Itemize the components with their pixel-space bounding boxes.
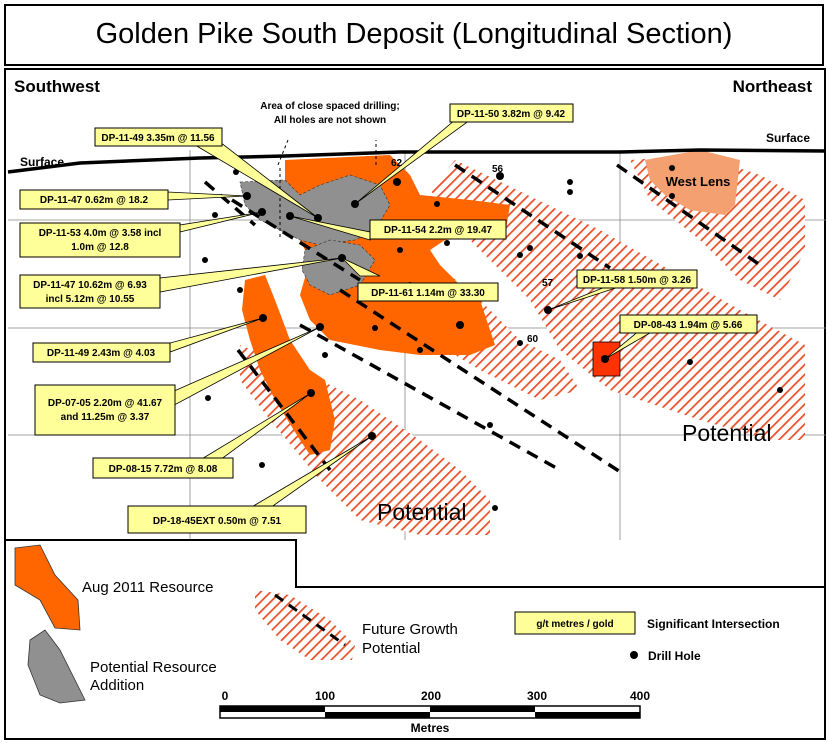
callout-dp-18-45ext: DP-18-45EXT 0.50m @ 7.51 (127, 505, 307, 534)
scale-tick-0: 0 (222, 689, 229, 703)
hole-label-62: 62 (391, 158, 403, 169)
legend-growth-dash (274, 593, 346, 647)
scale-tick-200: 200 (421, 689, 441, 703)
scale-tick-100: 100 (315, 689, 335, 703)
callout-text: DP-11-61 1.14m @ 33.30 (371, 288, 485, 299)
hole-label-60: 60 (527, 334, 539, 345)
direction-northeast: Northeast (733, 77, 813, 96)
legend-frame (6, 539, 826, 588)
potential-label-bottom: Potential (377, 499, 467, 525)
surface-label-right: Surface (766, 131, 810, 145)
surface-label-left: Surface (20, 155, 64, 169)
scale-bar (219, 705, 641, 719)
legend-growth-swatch (255, 590, 355, 660)
callout-text: DP-08-43 1.94m @ 5.66 (634, 320, 743, 331)
legend-intersection-label: Significant Intersection (647, 617, 780, 631)
callout-text: DP-11-47 0.62m @ 18.2 (40, 195, 149, 206)
legend-resource-swatch (14, 544, 81, 631)
callout-text: 1.0m @ 12.8 (71, 242, 129, 253)
west-lens-label: West Lens (666, 174, 731, 189)
callout-dp-11-58: DP-11-58 1.50m @ 3.26 (576, 269, 698, 289)
drilling-note-line2: All holes are not shown (274, 115, 386, 126)
callout-dp-11-47-a: DP-11-47 0.62m @ 18.2 (19, 189, 169, 210)
trend-lines (203, 139, 762, 477)
callout-dp-11-54: DP-11-54 2.2m @ 19.47 (369, 219, 507, 240)
legend-addition-label-1: Potential Resource (90, 659, 217, 676)
callout-dp-11-50: DP-11-50 3.82m @ 9.42 (449, 103, 574, 123)
scale-tick-400: 400 (630, 689, 650, 703)
callout-text: DP-11-54 2.2m @ 19.47 (384, 225, 493, 236)
callout-dp-08-15: DP-08-15 7.72m @ 8.08 (92, 457, 234, 479)
west-lens (645, 150, 740, 215)
title-box: Golden Pike South Deposit (Longitudinal … (4, 4, 824, 66)
legend-intersection-text: g/t metres / gold (536, 619, 613, 630)
drilling-note-line1: Area of close spaced drilling; (260, 101, 399, 112)
scale-unit: Metres (411, 721, 450, 735)
callout-dp-08-43: DP-08-43 1.94m @ 5.66 (619, 314, 758, 334)
callout-text: DP-11-47 10.62m @ 6.93 (33, 280, 147, 291)
legend-intersection-box: g/t metres / gold (514, 611, 636, 635)
legend-growth-label-2: Potential (362, 640, 420, 657)
callout-dp-11-49-a: DP-11-49 3.35m @ 11.56 (94, 127, 223, 147)
legend-growth-label-1: Future Growth (362, 621, 458, 638)
hole-label-56: 56 (492, 164, 504, 175)
callout-text: DP-18-45EXT 0.50m @ 7.51 (153, 516, 282, 527)
legend-addition-swatch (27, 629, 86, 704)
callout-text: DP-11-49 2.43m @ 4.03 (47, 348, 156, 359)
callout-text: DP-11-58 1.50m @ 3.26 (583, 275, 692, 286)
callout-text: DP-11-49 3.35m @ 11.56 (101, 133, 215, 144)
legend-drill-hole-dot (630, 651, 638, 659)
callout-dp-07-05: DP-07-05 2.20m @ 41.67 and 11.25m @ 3.37 (34, 384, 176, 436)
surface-line (7, 148, 827, 174)
callout-text: incl 5.12m @ 10.55 (46, 294, 135, 305)
callout-dp-11-53: DP-11-53 4.0m @ 3.58 incl 1.0m @ 12.8 (19, 222, 181, 258)
direction-southwest: Southwest (14, 77, 100, 96)
legend-addition-label-2: Addition (90, 677, 144, 694)
callout-dp-11-47-b: DP-11-47 10.62m @ 6.93 incl 5.12m @ 10.5… (19, 274, 161, 309)
callout-text: DP-07-05 2.20m @ 41.67 (48, 398, 163, 409)
callout-dp-11-61: DP-11-61 1.14m @ 33.30 (357, 282, 499, 302)
potential-label-right: Potential (682, 420, 772, 446)
callout-text: and 11.25m @ 3.37 (61, 412, 150, 423)
callout-text: DP-11-53 4.0m @ 3.58 incl (39, 228, 162, 239)
legend-drill-hole-label: Drill Hole (648, 649, 701, 663)
scale-tick-300: 300 (527, 689, 547, 703)
hole-label-57: 57 (542, 278, 554, 289)
legend-resource-label: Aug 2011 Resource (82, 579, 213, 596)
callout-text: DP-08-15 7.72m @ 8.08 (109, 464, 218, 475)
page-title: Golden Pike South Deposit (Longitudinal … (95, 18, 733, 50)
map-frame (4, 68, 826, 740)
callout-dp-11-49-b: DP-11-49 2.43m @ 4.03 (32, 342, 171, 363)
callout-text: DP-11-50 3.82m @ 9.42 (457, 109, 566, 120)
